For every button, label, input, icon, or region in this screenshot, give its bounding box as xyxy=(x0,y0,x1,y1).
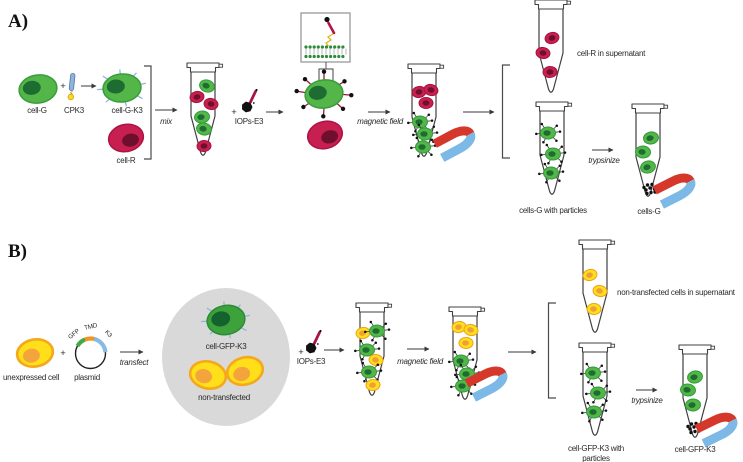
bracket xyxy=(547,302,556,399)
mix-label: mix xyxy=(160,117,173,126)
magnet-icon xyxy=(697,413,736,443)
iops-e3-icon xyxy=(240,87,260,114)
trypsinize-b-label: trypsinize xyxy=(631,396,663,405)
cell-g-k3-with-iops xyxy=(293,68,355,120)
green-cell xyxy=(685,369,705,385)
plasmid-tmd-label: TMD xyxy=(84,322,99,332)
green-cell xyxy=(684,397,702,413)
cell-g-k3-label: cell-G-K3 xyxy=(111,106,143,115)
bracket xyxy=(144,65,152,160)
plasmid-label: plasmid xyxy=(74,373,100,382)
supernatant-a-label: cell-R in supernatant xyxy=(577,49,646,58)
magnetic-field-label: magnetic field xyxy=(397,357,444,366)
cell-r xyxy=(105,120,147,156)
plus-sign: + xyxy=(298,347,304,358)
unexpressed-cell xyxy=(13,335,57,371)
plus-sign: + xyxy=(231,107,237,118)
panel-b-label: B) xyxy=(8,241,27,262)
red-cell xyxy=(418,97,434,109)
particles-a-label: cells-G with particles xyxy=(519,206,587,215)
green-cell xyxy=(193,109,211,125)
cell-g-label: cell-G xyxy=(27,106,46,115)
green-cell xyxy=(642,130,660,146)
plus-sign: + xyxy=(60,348,66,359)
plasmid-k3-label: K3 xyxy=(103,329,114,340)
green-cell xyxy=(634,144,652,160)
cell-r-label: cell-R xyxy=(117,156,136,165)
result-b-label: cell-GFP-K3 xyxy=(675,445,717,454)
panel-a-label: A) xyxy=(8,11,28,32)
transfection-dish: cell-GFP-K3 non-transfected xyxy=(162,288,290,426)
trypsinize-a-label: trypsinize xyxy=(588,156,620,165)
particles-b-label-line2: particles xyxy=(582,454,610,462)
transfect-label: transfect xyxy=(120,358,149,367)
green-cell-with-particles xyxy=(579,362,607,384)
red-cell xyxy=(534,45,552,61)
tube-magnet-a xyxy=(406,63,474,158)
membrane-inset xyxy=(300,12,351,83)
plasmid-icon: GFP TMD K3 xyxy=(67,322,114,370)
magnetic-field-label: magnetic field xyxy=(357,117,404,126)
unexpressed-cell-label: unexpressed cell xyxy=(3,373,60,382)
green-cell-with-particles xyxy=(534,122,562,144)
tube-magnet-b xyxy=(447,306,506,399)
cell-g-k3 xyxy=(96,68,147,107)
magnet-icon xyxy=(655,174,694,205)
supernatant-b-label: non-transfected cells in supernatant xyxy=(617,288,736,297)
gray-circle xyxy=(162,288,290,426)
tube-particles-a xyxy=(534,101,573,195)
green-cell-with-particles xyxy=(539,143,567,165)
red-cell xyxy=(422,82,440,98)
red-cell xyxy=(543,30,561,46)
green-cell-with-particles xyxy=(355,361,383,383)
green-cell xyxy=(679,382,697,398)
iops-e3-label: IOPs-E3 xyxy=(235,117,264,126)
iops-e3-label: IOPs-E3 xyxy=(297,357,326,366)
cell-gfp-k3-label: cell-GFP-K3 xyxy=(206,342,248,351)
yellow-cell xyxy=(354,325,372,341)
green-cell-with-particles xyxy=(537,162,565,184)
yellow-cell xyxy=(586,303,602,315)
red-cell xyxy=(303,116,347,154)
tube-icon xyxy=(534,0,572,93)
plasmid-gfp-label: GFP xyxy=(67,328,81,341)
red-cell xyxy=(196,139,212,153)
yellow-cell xyxy=(364,378,382,392)
red-cell xyxy=(542,65,558,79)
iops-e3-icon xyxy=(304,328,324,355)
green-cell xyxy=(638,158,658,176)
cpk3-icon xyxy=(67,72,76,101)
cell-g xyxy=(16,71,60,107)
yellow-cell xyxy=(591,283,609,299)
yellow-cell xyxy=(581,267,599,283)
plus-sign: + xyxy=(60,81,66,92)
cpk3-label: CPK3 xyxy=(64,106,85,115)
tube-particles-b xyxy=(578,342,616,436)
tube-supernatant-b xyxy=(578,239,616,333)
red-cell xyxy=(202,96,220,112)
non-transfected-label: non-transfected xyxy=(198,393,250,402)
tube-mixed-a xyxy=(186,62,224,156)
magnet-icon xyxy=(435,127,474,158)
tube-result-b xyxy=(678,344,736,443)
tube-supernatant-a xyxy=(534,0,572,93)
tube-mixed-b xyxy=(353,302,393,396)
particles-b-label-line1: cell-GFP-K3 with xyxy=(568,444,624,453)
yellow-cell xyxy=(458,337,474,349)
tube-result-a xyxy=(631,103,694,205)
bracket xyxy=(501,64,510,159)
result-a-label: cells-G xyxy=(637,207,660,216)
